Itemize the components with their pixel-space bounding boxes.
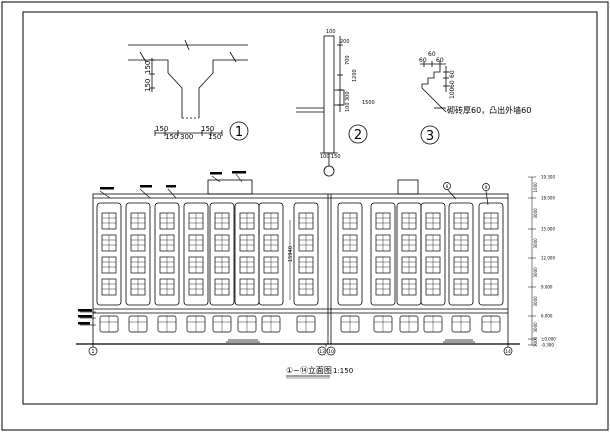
d2-dim-b2: 150 — [331, 154, 341, 160]
d2-dim-t2: 100 — [326, 29, 336, 35]
level-value: 15.000 — [541, 227, 555, 232]
window-bays — [96, 202, 504, 333]
d3-dim-s2: 60 — [449, 80, 456, 88]
d1-dim-v1: 150 — [144, 79, 152, 92]
axis-bubbles — [88, 344, 513, 356]
level-dimension: 3000 — [533, 208, 538, 219]
window-bay — [478, 202, 504, 333]
level-dimension: 3000 — [533, 296, 538, 307]
d1-number: 1 — [235, 125, 243, 140]
d2-dim-s2: 1200 — [352, 69, 358, 82]
level-value: ±0.000 — [541, 337, 556, 342]
axis-13: 13 — [319, 349, 325, 355]
left-callouts — [80, 173, 243, 326]
d3-dim-t2: 60 — [428, 51, 436, 58]
d3-dim-t3: 60 — [436, 57, 444, 64]
window-bay — [125, 202, 151, 333]
level-value: 9.000 — [541, 285, 553, 290]
d2-number: 2 — [354, 128, 362, 143]
top-bubbles — [443, 182, 490, 206]
inner-frame — [22, 11, 598, 405]
level-value: 19.300 — [541, 175, 555, 180]
detail-2 — [296, 35, 368, 177]
d3-dim-t1: 60 — [419, 57, 427, 64]
detail-1 — [128, 39, 249, 141]
center-dim: 15940 — [288, 246, 294, 262]
window-bay — [370, 202, 396, 333]
d3-dim-s3: 100 — [449, 87, 456, 99]
level-value: 12.000 — [541, 256, 555, 261]
window-bay — [337, 202, 363, 333]
level-value: -0.300 — [541, 343, 554, 348]
d2-dim-s4: 100 — [345, 102, 351, 112]
d1-dim-b3: 300 — [180, 133, 193, 141]
axis-10: 10 — [328, 349, 334, 355]
d2-dim-t1: 200 — [340, 39, 350, 45]
d2-dim-s1: 700 — [345, 55, 351, 65]
d3-note: 砌砖厚60，凸出外墙60 — [447, 105, 531, 115]
window-bay — [96, 202, 122, 333]
d3-number: 3 — [426, 129, 434, 144]
level-dimension: 3000 — [533, 336, 538, 347]
level-dimension: 3000 — [533, 322, 538, 333]
window-bay — [448, 202, 474, 333]
window-bay — [183, 202, 209, 333]
level-dimension: 1000 — [533, 182, 538, 193]
axis-1: 1 — [91, 349, 94, 355]
bubble-9: 9 — [485, 185, 488, 190]
level-dimension: 3000 — [533, 267, 538, 278]
d1-dim-b1: 150 — [155, 125, 168, 133]
elevation-scale: 1:150 — [333, 367, 353, 375]
window-bay — [209, 202, 235, 333]
level-dimensions: 19.300 18.000 15.000 12.000 9.000 6.000 ±0.000… — [528, 175, 556, 348]
window-bay — [154, 202, 180, 333]
d2-dim-b1: 100 — [320, 154, 330, 160]
d2-note: 1500 — [362, 100, 375, 106]
level-dimension: 3000 — [533, 238, 538, 249]
elevation-title: ①~⑭立面图 — [286, 365, 332, 375]
level-value: 18.000 — [541, 196, 555, 201]
level-value: 6.000 — [541, 314, 553, 319]
detail-3 — [420, 61, 449, 145]
d1-dim-v2: 150 — [144, 61, 152, 74]
d1-dim-b4: 150 — [201, 125, 214, 133]
window-bay — [293, 202, 319, 333]
elevation-drawing — [76, 179, 520, 345]
d2-dim-s3: 300 — [345, 91, 351, 101]
window-bay — [258, 202, 284, 333]
window-bay — [420, 202, 446, 333]
d3-dim-s1: 60 — [449, 70, 456, 78]
d1-dim-b2: 150 — [165, 133, 178, 141]
axis-14: 14 — [505, 349, 511, 355]
callout-tags — [78, 171, 246, 325]
bubble-8: 8 — [446, 184, 449, 189]
d1-dim-b5: 150 — [208, 133, 221, 141]
